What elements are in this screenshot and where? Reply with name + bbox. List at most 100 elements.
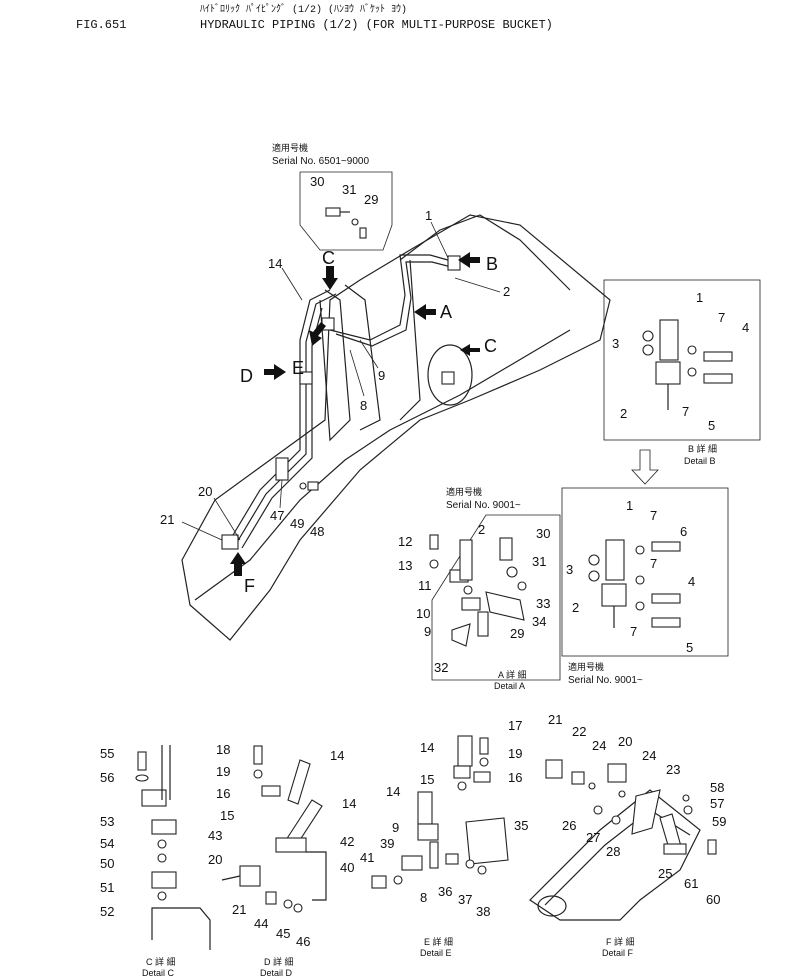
detail-e-caption-jp: E 詳 細: [424, 936, 453, 947]
serial-a-jp: 適用号機: [446, 486, 482, 497]
callout: 20: [198, 484, 212, 499]
callout: 27: [586, 830, 600, 845]
callout: 14: [330, 748, 344, 763]
callout: 50: [100, 856, 114, 871]
detail-b-frame: [603, 279, 761, 441]
callout: 34: [532, 614, 546, 629]
callout: 55: [100, 746, 114, 761]
callout: 41: [360, 850, 374, 865]
callout: 17: [508, 718, 522, 733]
detail-b2-frame: [561, 487, 729, 657]
callout: 3: [566, 562, 573, 577]
serial-a: Serial No. 9001~: [446, 500, 521, 511]
serial-top-frame: [299, 171, 393, 251]
callout: 23: [666, 762, 680, 777]
callout: 59: [712, 814, 726, 829]
callout: 45: [276, 926, 290, 941]
callout: 31: [342, 182, 356, 197]
callout: 38: [476, 904, 490, 919]
view-letter-d: D: [240, 366, 253, 386]
callout: 58: [710, 780, 724, 795]
detail-c: 55 56 53 54 50 51 52 C 詳 細 Detail C: [100, 745, 211, 978]
callout: 18: [216, 742, 230, 757]
callout: 29: [510, 626, 524, 641]
callout: 7: [650, 508, 657, 523]
block-1: [447, 255, 461, 271]
callout: 11: [418, 578, 432, 593]
bolt-30: [325, 207, 341, 217]
callout: 33: [536, 596, 550, 611]
callout: 42: [340, 834, 354, 849]
callout: 32: [434, 660, 448, 675]
callout: 10: [416, 606, 430, 621]
callout: 44: [254, 916, 268, 931]
callout: 28: [606, 844, 620, 859]
callout: 47: [270, 508, 284, 523]
detail-a-frame: [431, 514, 561, 681]
callout: 2: [620, 406, 627, 421]
callout: 57: [710, 796, 724, 811]
detail-b-arrow: [631, 449, 659, 485]
arrow-e: [309, 322, 326, 346]
callout: 48: [310, 524, 324, 539]
callout: 9: [424, 624, 431, 639]
callout: 29: [364, 192, 378, 207]
callout: 1: [425, 208, 432, 223]
callout: 15: [420, 772, 434, 787]
callout: 21: [232, 902, 246, 917]
callout: 43: [208, 828, 222, 843]
callout: 36: [438, 884, 452, 899]
arrow-f: [230, 552, 246, 576]
callout: 19: [216, 764, 230, 779]
title-japanese: ﾊｲﾄﾞﾛﾘｯｸ ﾊﾟｲﾋﾟﾝｸﾞ (1/2) (ﾊﾝﾖｳ ﾊﾞｹｯﾄ ﾖｳ): [200, 3, 407, 16]
figure-number: FIG.651: [76, 18, 126, 32]
block-d: [299, 371, 313, 385]
detail-b-caption-jp: B 詳 細: [688, 443, 717, 454]
detail-b-serial-9001: 1 7 6 3 7 4 2 7 5 適用号機 Serial No. 9001~: [561, 487, 729, 686]
callout: 14: [386, 784, 400, 799]
callout: 21: [160, 512, 174, 527]
callout: 7: [650, 556, 657, 571]
plug-29: [359, 227, 367, 239]
callout: 26: [562, 818, 576, 833]
arrow-d: [264, 364, 286, 380]
arrow-b: [458, 252, 480, 268]
callout: 16: [508, 770, 522, 785]
callout: 8: [360, 398, 367, 413]
callout: 13: [398, 558, 412, 573]
detail-e-caption: Detail E: [420, 948, 452, 958]
detail-b-caption: Detail B: [684, 456, 716, 466]
callout: 7: [718, 310, 725, 325]
serial-b: Serial No. 9001~: [568, 675, 643, 686]
detail-c-caption-jp: C 詳 細: [146, 956, 176, 967]
callout: 2: [478, 522, 485, 537]
detail-d-caption: Detail D: [260, 968, 293, 978]
callout: 12: [398, 534, 412, 549]
callout: 14: [268, 256, 282, 271]
callout: 1: [626, 498, 633, 513]
detail-d: 18 14 19 16 15 14 43 42 20 21 44 45 46 D…: [208, 742, 356, 978]
view-letter-c-top: C: [322, 248, 335, 268]
callout: 20: [618, 734, 632, 749]
detail-a: 適用号機 Serial No. 9001~ 30 2 12 13 11 31 3…: [398, 486, 561, 691]
callout: 35: [514, 818, 528, 833]
main-assembly: 適用号機 Serial No. 6501~9000: [160, 142, 611, 641]
detail-d-caption-jp: D 詳 細: [264, 956, 294, 967]
block-21: [221, 534, 239, 550]
callout: 53: [100, 814, 114, 829]
view-letter-b: B: [486, 254, 498, 274]
callout: 51: [100, 880, 114, 895]
callout: 56: [100, 770, 114, 785]
callout: 5: [686, 640, 693, 655]
callout: 40: [340, 860, 354, 875]
detail-e: 17 14 19 16 15 14 35 9 39 41 40 8 36 37 …: [340, 718, 528, 958]
callout: 24: [592, 738, 606, 753]
callout: 37: [458, 892, 472, 907]
callout: 52: [100, 904, 114, 919]
clamp-47: [275, 457, 289, 481]
callout: 22: [572, 724, 586, 739]
title-english: HYDRAULIC PIPING (1/2) (FOR MULTI-PURPOS…: [200, 18, 553, 32]
callout: 8: [420, 890, 427, 905]
